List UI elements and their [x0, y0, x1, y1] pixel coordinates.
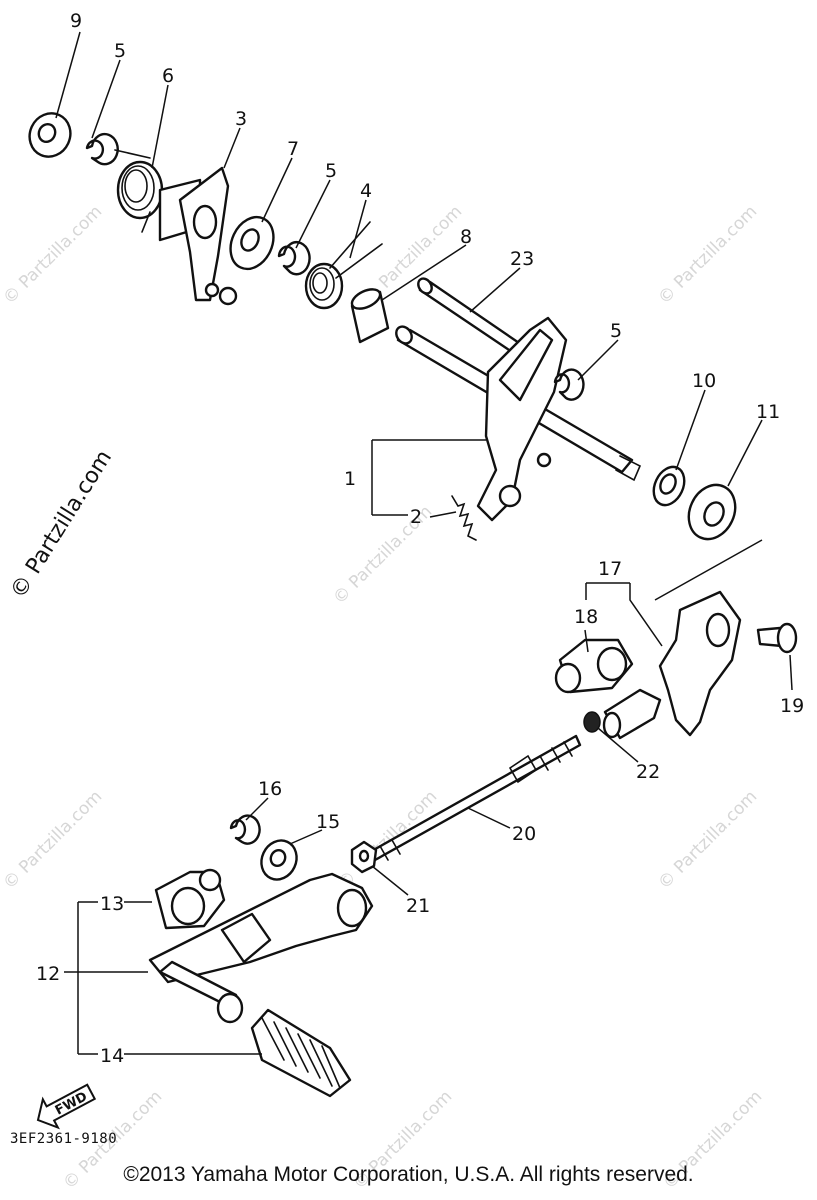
- callout-16: 16: [258, 778, 282, 800]
- part-6-torsion-spring: [114, 149, 164, 233]
- part-17-shift-arm: [602, 590, 742, 740]
- callout-8: 8: [460, 226, 472, 248]
- callout-5: 5: [325, 160, 337, 182]
- part-12-shift-pedal: [148, 872, 374, 1024]
- callout-5: 5: [114, 40, 126, 62]
- callout-18: 18: [574, 606, 598, 628]
- callout-14: 14: [100, 1045, 124, 1067]
- watermark-side: © Partzilla.com: [6, 446, 117, 603]
- callout-12: 12: [36, 963, 60, 985]
- watermark-tile: © Partzilla.com: [654, 202, 761, 309]
- callout-1: 1: [344, 468, 356, 490]
- part-5-circlip: [277, 241, 311, 276]
- callout-19: 19: [780, 695, 804, 717]
- part-20-shift-rod: [368, 734, 582, 862]
- part-21-nut: [350, 840, 378, 874]
- part-22-nut: [583, 711, 601, 733]
- callout-2: 2: [410, 506, 422, 528]
- callout-11: 11: [756, 401, 780, 423]
- drawing-number: 3EF2361-9180: [10, 1131, 118, 1147]
- part-10-washer: [652, 465, 686, 507]
- callout-15: 15: [316, 811, 340, 833]
- callout-10: 10: [692, 370, 716, 392]
- part-18-ball-joint: [554, 638, 634, 694]
- callout-4: 4: [360, 180, 372, 202]
- fwd-arrow-icon: FWD: [36, 1083, 97, 1130]
- callout-17: 17: [598, 558, 622, 580]
- callout-3: 3: [235, 108, 247, 130]
- callout-9: 9: [70, 10, 82, 32]
- callout-21: 21: [406, 895, 430, 917]
- part-11-oil-seal: [687, 483, 737, 541]
- part-19-bolt: [756, 622, 798, 654]
- watermark-tile: © Partzilla.com: [334, 787, 441, 894]
- part-23-dowel-pin: [417, 277, 524, 354]
- part-15-washer: [260, 839, 298, 881]
- part-3-shift-arm: [158, 166, 238, 306]
- part-7-washer: [229, 215, 275, 271]
- part-5-circlip: [553, 368, 585, 401]
- part-9-washer: [28, 112, 72, 158]
- part-13-ball-joint: [154, 868, 226, 930]
- part-5-circlip: [85, 133, 119, 166]
- watermark-tile: © Partzilla.com: [0, 202, 106, 309]
- callout-layer: 9 5 6 3 7 5 4 8 23 5 10 11 1 2 17 18 19 …: [36, 10, 804, 1067]
- callout-20: 20: [512, 823, 536, 845]
- callout-7: 7: [287, 138, 299, 160]
- part-8-collar: [350, 288, 390, 344]
- leader-lines: [55, 31, 793, 1055]
- callout-6: 6: [162, 65, 174, 87]
- callout-22: 22: [636, 761, 660, 783]
- watermark-tile: © Partzilla.com: [0, 787, 106, 894]
- callout-13: 13: [100, 893, 124, 915]
- callout-23: 23: [510, 248, 534, 270]
- part-1-shift-shaft: [395, 316, 642, 522]
- alignment-line: [654, 539, 763, 601]
- watermark-tile: © Partzilla.com: [654, 787, 761, 894]
- part-14-pedal-rubber: [250, 1008, 352, 1098]
- callout-5: 5: [610, 320, 622, 342]
- part-16-circlip: [229, 814, 261, 845]
- copyright-notice: ©2013 Yamaha Motor Corporation, U.S.A. A…: [123, 1163, 694, 1186]
- part-4-torsion-spring: [304, 221, 383, 310]
- part-2-return-spring: [451, 495, 477, 541]
